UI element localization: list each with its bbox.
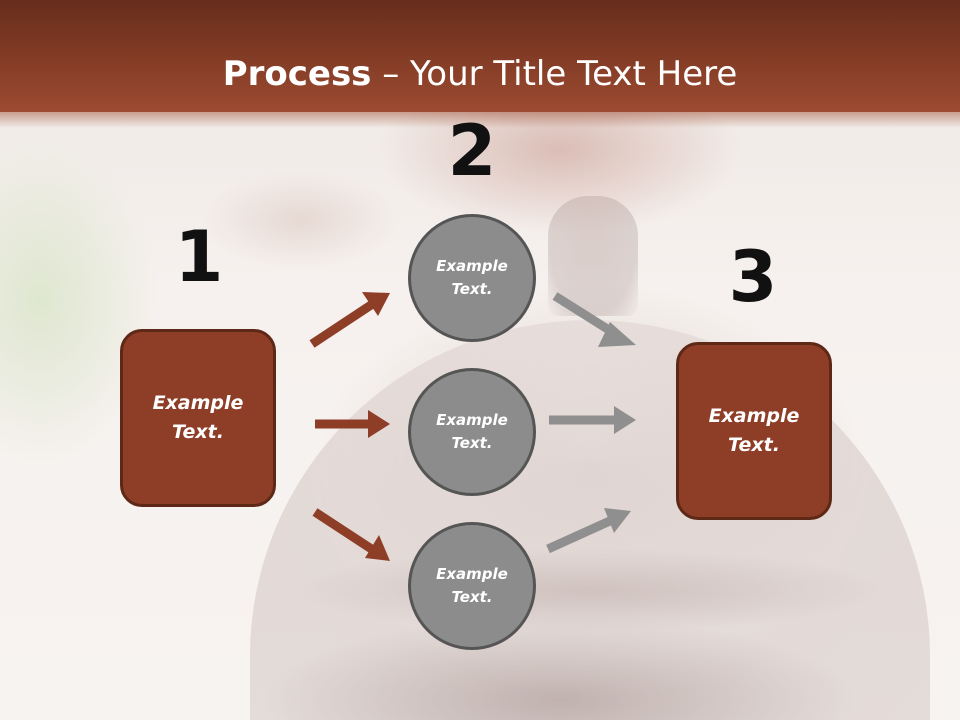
- circle-bottom-text: Example Text.: [436, 565, 508, 606]
- title-bar-fade: [0, 108, 960, 128]
- circle-middle-text: Example Text.: [436, 411, 508, 452]
- step-number-1: 1: [174, 216, 224, 298]
- arrow-right-up: [546, 508, 631, 554]
- circle-top[interactable]: Example Text.: [408, 214, 536, 342]
- step-number-2: 2: [447, 110, 497, 192]
- arrow-left-down: [312, 508, 390, 561]
- arrow-right-middle: [549, 406, 636, 434]
- step-number-3: 3: [728, 236, 778, 318]
- title-bar: [0, 0, 960, 112]
- circle-middle[interactable]: Example Text.: [408, 368, 536, 496]
- left-box-text: Example Text.: [152, 392, 244, 443]
- slide-title[interactable]: Process – Your Title Text Here: [0, 52, 960, 96]
- arrow-left-middle: [315, 410, 390, 438]
- circle-top-text: Example Text.: [436, 257, 508, 298]
- right-text-box[interactable]: Example Text.: [676, 342, 832, 520]
- title-rest: – Your Title Text Here: [371, 54, 738, 94]
- arrow-right-down: [552, 292, 636, 347]
- left-text-box[interactable]: Example Text.: [120, 329, 276, 507]
- right-box-text: Example Text.: [708, 405, 800, 456]
- arrow-left-up: [309, 292, 390, 348]
- title-bold: Process: [222, 54, 372, 94]
- circle-bottom[interactable]: Example Text.: [408, 522, 536, 650]
